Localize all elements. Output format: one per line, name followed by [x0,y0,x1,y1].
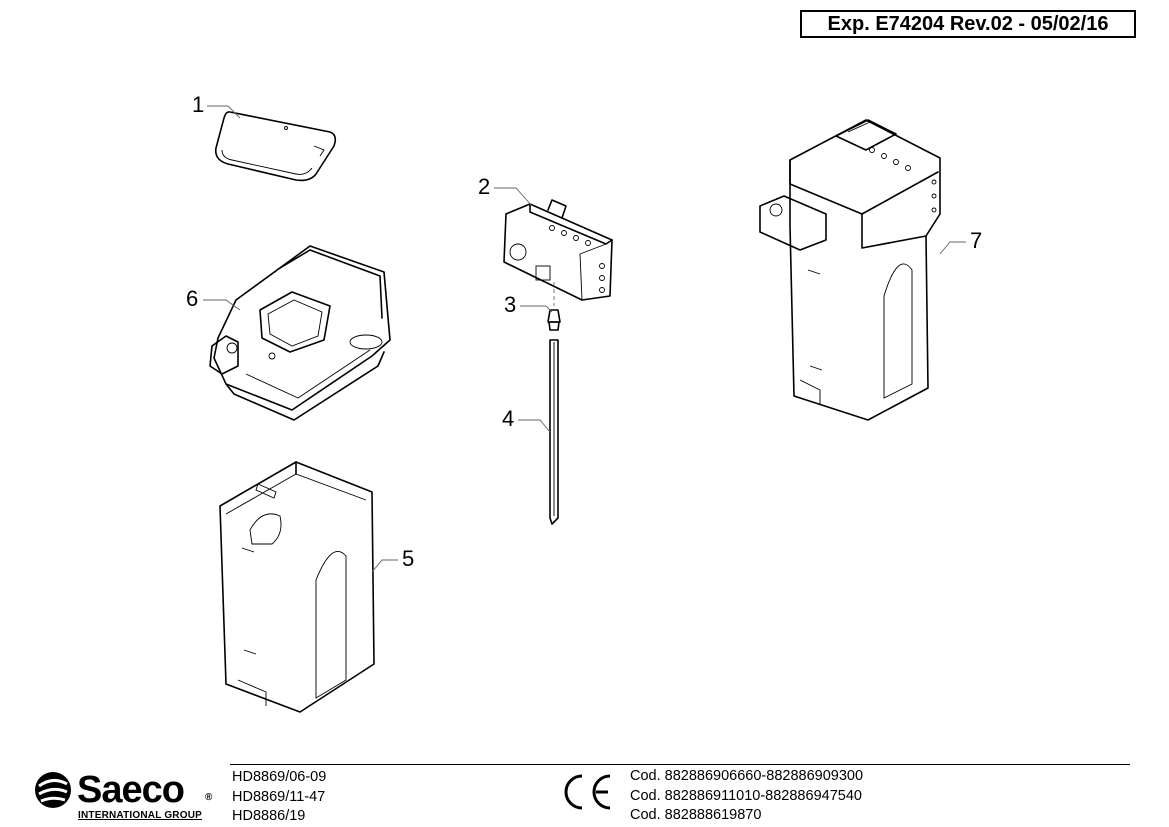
brand-name: Saeco [77,769,185,811]
footer-divider [230,764,1130,765]
brand-subtitle: INTERNATIONAL GROUP [78,810,202,821]
model-item: HD8869/06-09 [232,769,327,785]
callout-6: 6 [186,286,198,311]
code-item: Cod. 882886911010-882886947540 [630,787,862,804]
model-item: HD8869/11-47 [232,788,326,805]
part-7-assembly [759,119,941,421]
part-4-tube [549,339,559,525]
code-item: Cod. 882886906660-882886909300 [630,768,864,784]
code-item: Cod. 882888619870 [630,807,762,823]
callout-4: 4 [502,406,514,431]
callout-7: 7 [970,228,982,253]
part-1-lid [214,111,337,182]
callout-2: 2 [478,174,490,199]
model-item: HD8886/19 [232,808,306,824]
part-5-jug [219,461,375,713]
saeco-logo-icon [35,772,71,808]
registered-mark: ® [205,792,213,803]
part-6-frame [209,245,391,421]
part-2-dispenser-head [503,199,613,301]
callout-5: 5 [402,546,414,571]
code-list: Cod. 882886906660-882886909300 Cod. 8828… [630,767,863,826]
callout-1: 1 [192,92,204,117]
callout-3: 3 [504,292,516,317]
part-3-nozzle [547,282,561,331]
revision-label: Exp. E74204 Rev.02 - 05/02/16 [800,10,1136,38]
saeco-logo: Saeco ® INTERNATIONAL GROUP [33,766,223,824]
model-list: HD8869/06-09 HD8869/11-47 HD8886/19 [232,768,326,827]
ce-mark-icon [564,774,611,810]
